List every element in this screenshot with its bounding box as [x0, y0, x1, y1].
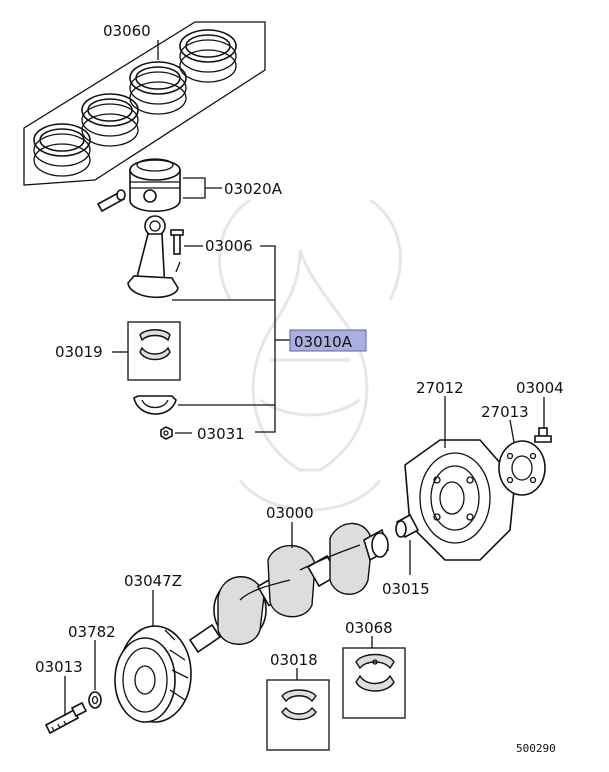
rod-bolt-guide — [175, 261, 181, 273]
drive-plate[interactable] — [404, 439, 516, 561]
connecting-rod-bolt[interactable] — [170, 229, 184, 255]
callout-03019[interactable]: 03019 — [55, 343, 103, 361]
leader-03020A — [183, 177, 222, 199]
connecting-rod-bearing[interactable] — [139, 329, 171, 361]
main-bearing-upper[interactable] — [355, 653, 395, 692]
crankshaft-pulley[interactable] — [114, 625, 192, 723]
bearing-frame-03019 — [127, 321, 181, 381]
connecting-rod-cap[interactable] — [133, 395, 177, 415]
piston-ring-4 — [179, 29, 237, 83]
callout-27012[interactable]: 27012 — [416, 379, 464, 397]
callout-03000[interactable]: 03000 — [266, 504, 314, 522]
callout-27013[interactable]: 27013 — [481, 403, 529, 421]
connecting-rod-nut[interactable] — [160, 426, 173, 440]
callout-03782[interactable]: 03782 — [68, 623, 116, 641]
callout-03013[interactable]: 03013 — [35, 658, 83, 676]
leader-27013 — [509, 419, 515, 443]
pulley-bolt[interactable] — [44, 701, 88, 735]
callout-03047Z[interactable]: 03047Z — [124, 572, 182, 590]
piston-ring-1 — [33, 123, 91, 177]
ring-set-frame — [23, 21, 266, 186]
piston-pin[interactable] — [96, 189, 126, 213]
callout-03018[interactable]: 03018 — [270, 651, 318, 669]
callout-03006[interactable]: 03006 — [205, 237, 253, 255]
drive-plate-bolt[interactable] — [534, 427, 552, 443]
connecting-rod[interactable] — [127, 215, 179, 299]
callout-03015[interactable]: 03015 — [382, 580, 430, 598]
callout-03068[interactable]: 03068 — [345, 619, 393, 637]
bracket-03010A — [255, 245, 276, 433]
crankshaft[interactable] — [188, 522, 389, 654]
piston[interactable] — [129, 158, 181, 212]
callout-03020A[interactable]: 03020A — [224, 180, 283, 198]
crankshaft-bushing[interactable] — [395, 513, 420, 539]
bearing-frame-03068 — [342, 647, 406, 719]
drive-plate-adapter[interactable] — [498, 440, 546, 496]
piston-ring-3 — [129, 61, 187, 115]
figure-code: 500290 — [516, 742, 556, 755]
piston-ring-set[interactable] — [23, 21, 266, 186]
bearing-frame-03018 — [266, 679, 330, 751]
pulley-washer[interactable] — [88, 691, 102, 709]
callout-03031[interactable]: 03031 — [197, 425, 245, 443]
main-bearing-lower[interactable] — [281, 689, 317, 721]
callout-03010A[interactable]: 03010A — [294, 333, 353, 351]
callout-03060[interactable]: 03060 — [103, 22, 151, 40]
callout-03004[interactable]: 03004 — [516, 379, 564, 397]
watermark — [218, 198, 402, 512]
highlight-03010A — [289, 329, 367, 352]
piston-ring-2 — [81, 93, 139, 147]
